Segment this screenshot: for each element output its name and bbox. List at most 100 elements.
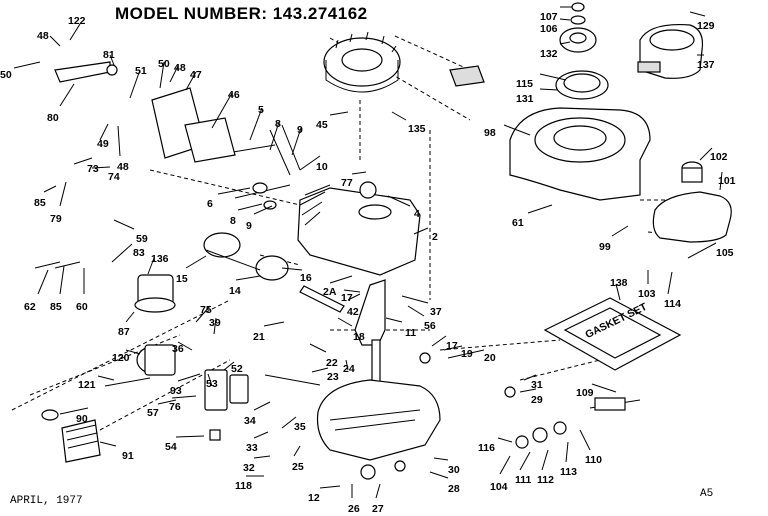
leader-line <box>59 265 65 295</box>
leader-line <box>217 187 251 195</box>
part-label-29: 29 <box>531 394 543 406</box>
part-label-62: 62 <box>24 301 36 313</box>
part-label-132: 132 <box>540 48 558 60</box>
leader-line <box>109 54 115 66</box>
part-label-138: 138 <box>610 277 628 289</box>
part-label-93: 93 <box>170 385 182 397</box>
leader-line <box>159 61 165 89</box>
leader-line <box>413 227 429 235</box>
part-label-83: 83 <box>133 247 145 259</box>
leader-line <box>223 361 235 371</box>
leader-line <box>351 171 367 175</box>
leader-line <box>541 449 549 471</box>
part-label-30: 30 <box>448 464 460 476</box>
part-label-22: 22 <box>326 357 338 369</box>
part-label-102: 102 <box>710 151 728 163</box>
part-label-136: 136 <box>151 253 169 265</box>
leader-line <box>13 61 41 69</box>
footer-page-number: A5 <box>700 488 714 500</box>
leader-line <box>147 257 155 275</box>
part-label-106: 106 <box>540 23 558 35</box>
leader-line <box>97 375 115 381</box>
part-label-131: 131 <box>516 93 534 105</box>
part-label-4: 4 <box>414 208 420 220</box>
part-label-76: 76 <box>169 401 181 413</box>
leader-line <box>129 69 141 99</box>
leader-line <box>387 195 411 207</box>
part-label-48: 48 <box>117 161 129 173</box>
leader-line <box>443 345 463 351</box>
part-label-59: 59 <box>136 233 148 245</box>
leader-line <box>213 317 217 335</box>
muffler <box>652 161 732 243</box>
leader-line <box>237 203 263 211</box>
part-label-9: 9 <box>297 124 303 136</box>
part-label-103: 103 <box>638 288 656 300</box>
leader-line <box>431 335 447 347</box>
carburetor <box>134 274 176 313</box>
part-label-48: 48 <box>174 62 186 74</box>
leader-line <box>309 343 327 353</box>
leader-line <box>591 383 617 393</box>
part-label-8: 8 <box>275 118 281 130</box>
leader-line <box>253 401 271 411</box>
part-label-122: 122 <box>68 15 86 27</box>
leader-line <box>177 373 201 382</box>
part-label-85: 85 <box>34 197 46 209</box>
part-label-120: 120 <box>112 352 130 364</box>
leader-line <box>253 455 271 459</box>
leader-line <box>319 485 341 489</box>
part-label-98: 98 <box>484 127 496 139</box>
leader-line <box>43 185 57 193</box>
starter-cup <box>555 2 609 100</box>
part-label-105: 105 <box>716 247 734 259</box>
leader-line <box>249 107 263 141</box>
part-label-87: 87 <box>118 326 130 338</box>
leader-line <box>253 431 269 439</box>
leader-line <box>343 289 361 293</box>
part-label-15: 15 <box>176 273 188 285</box>
part-label-5: 5 <box>258 104 264 116</box>
leader-line <box>59 181 67 207</box>
part-label-53: 53 <box>206 378 218 390</box>
leader-line <box>347 293 361 301</box>
part-label-39: 39 <box>209 317 221 329</box>
leader-line <box>329 275 353 284</box>
part-label-57: 57 <box>147 407 159 419</box>
control-bracket <box>54 61 111 83</box>
flywheel <box>323 31 401 93</box>
leader-line <box>433 457 449 461</box>
part-label-23: 23 <box>327 371 339 383</box>
part-label-52: 52 <box>231 363 243 375</box>
part-label-118: 118 <box>235 480 252 492</box>
cylinder-block <box>297 184 421 276</box>
leader-line <box>499 455 511 475</box>
leader-line <box>719 171 723 191</box>
part-label-99: 99 <box>599 241 611 253</box>
leader-line <box>407 305 425 317</box>
leader-line <box>687 242 717 259</box>
leader-line <box>345 359 349 371</box>
leader-line <box>59 407 89 415</box>
part-label-28: 28 <box>448 483 460 495</box>
leader-line <box>615 283 621 301</box>
part-label-17: 17 <box>446 340 458 352</box>
leader-line <box>49 35 61 47</box>
part-label-54: 54 <box>165 441 177 453</box>
leader-line <box>519 451 531 471</box>
leader-line <box>253 205 273 215</box>
leader-line <box>699 147 713 161</box>
part-label-80: 80 <box>47 112 59 124</box>
part-label-85: 85 <box>50 301 62 313</box>
air-filter-element <box>41 409 101 463</box>
part-label-91: 91 <box>122 450 134 462</box>
part-label-113: 113 <box>560 466 577 478</box>
intake-manifold <box>203 232 289 281</box>
part-label-10: 10 <box>316 161 328 173</box>
leader-line <box>565 441 569 463</box>
leader-line <box>293 445 301 457</box>
part-label-21: 21 <box>253 331 265 343</box>
leader-line <box>69 23 81 41</box>
part-label-129: 129 <box>697 20 715 32</box>
leader-line <box>99 123 109 141</box>
